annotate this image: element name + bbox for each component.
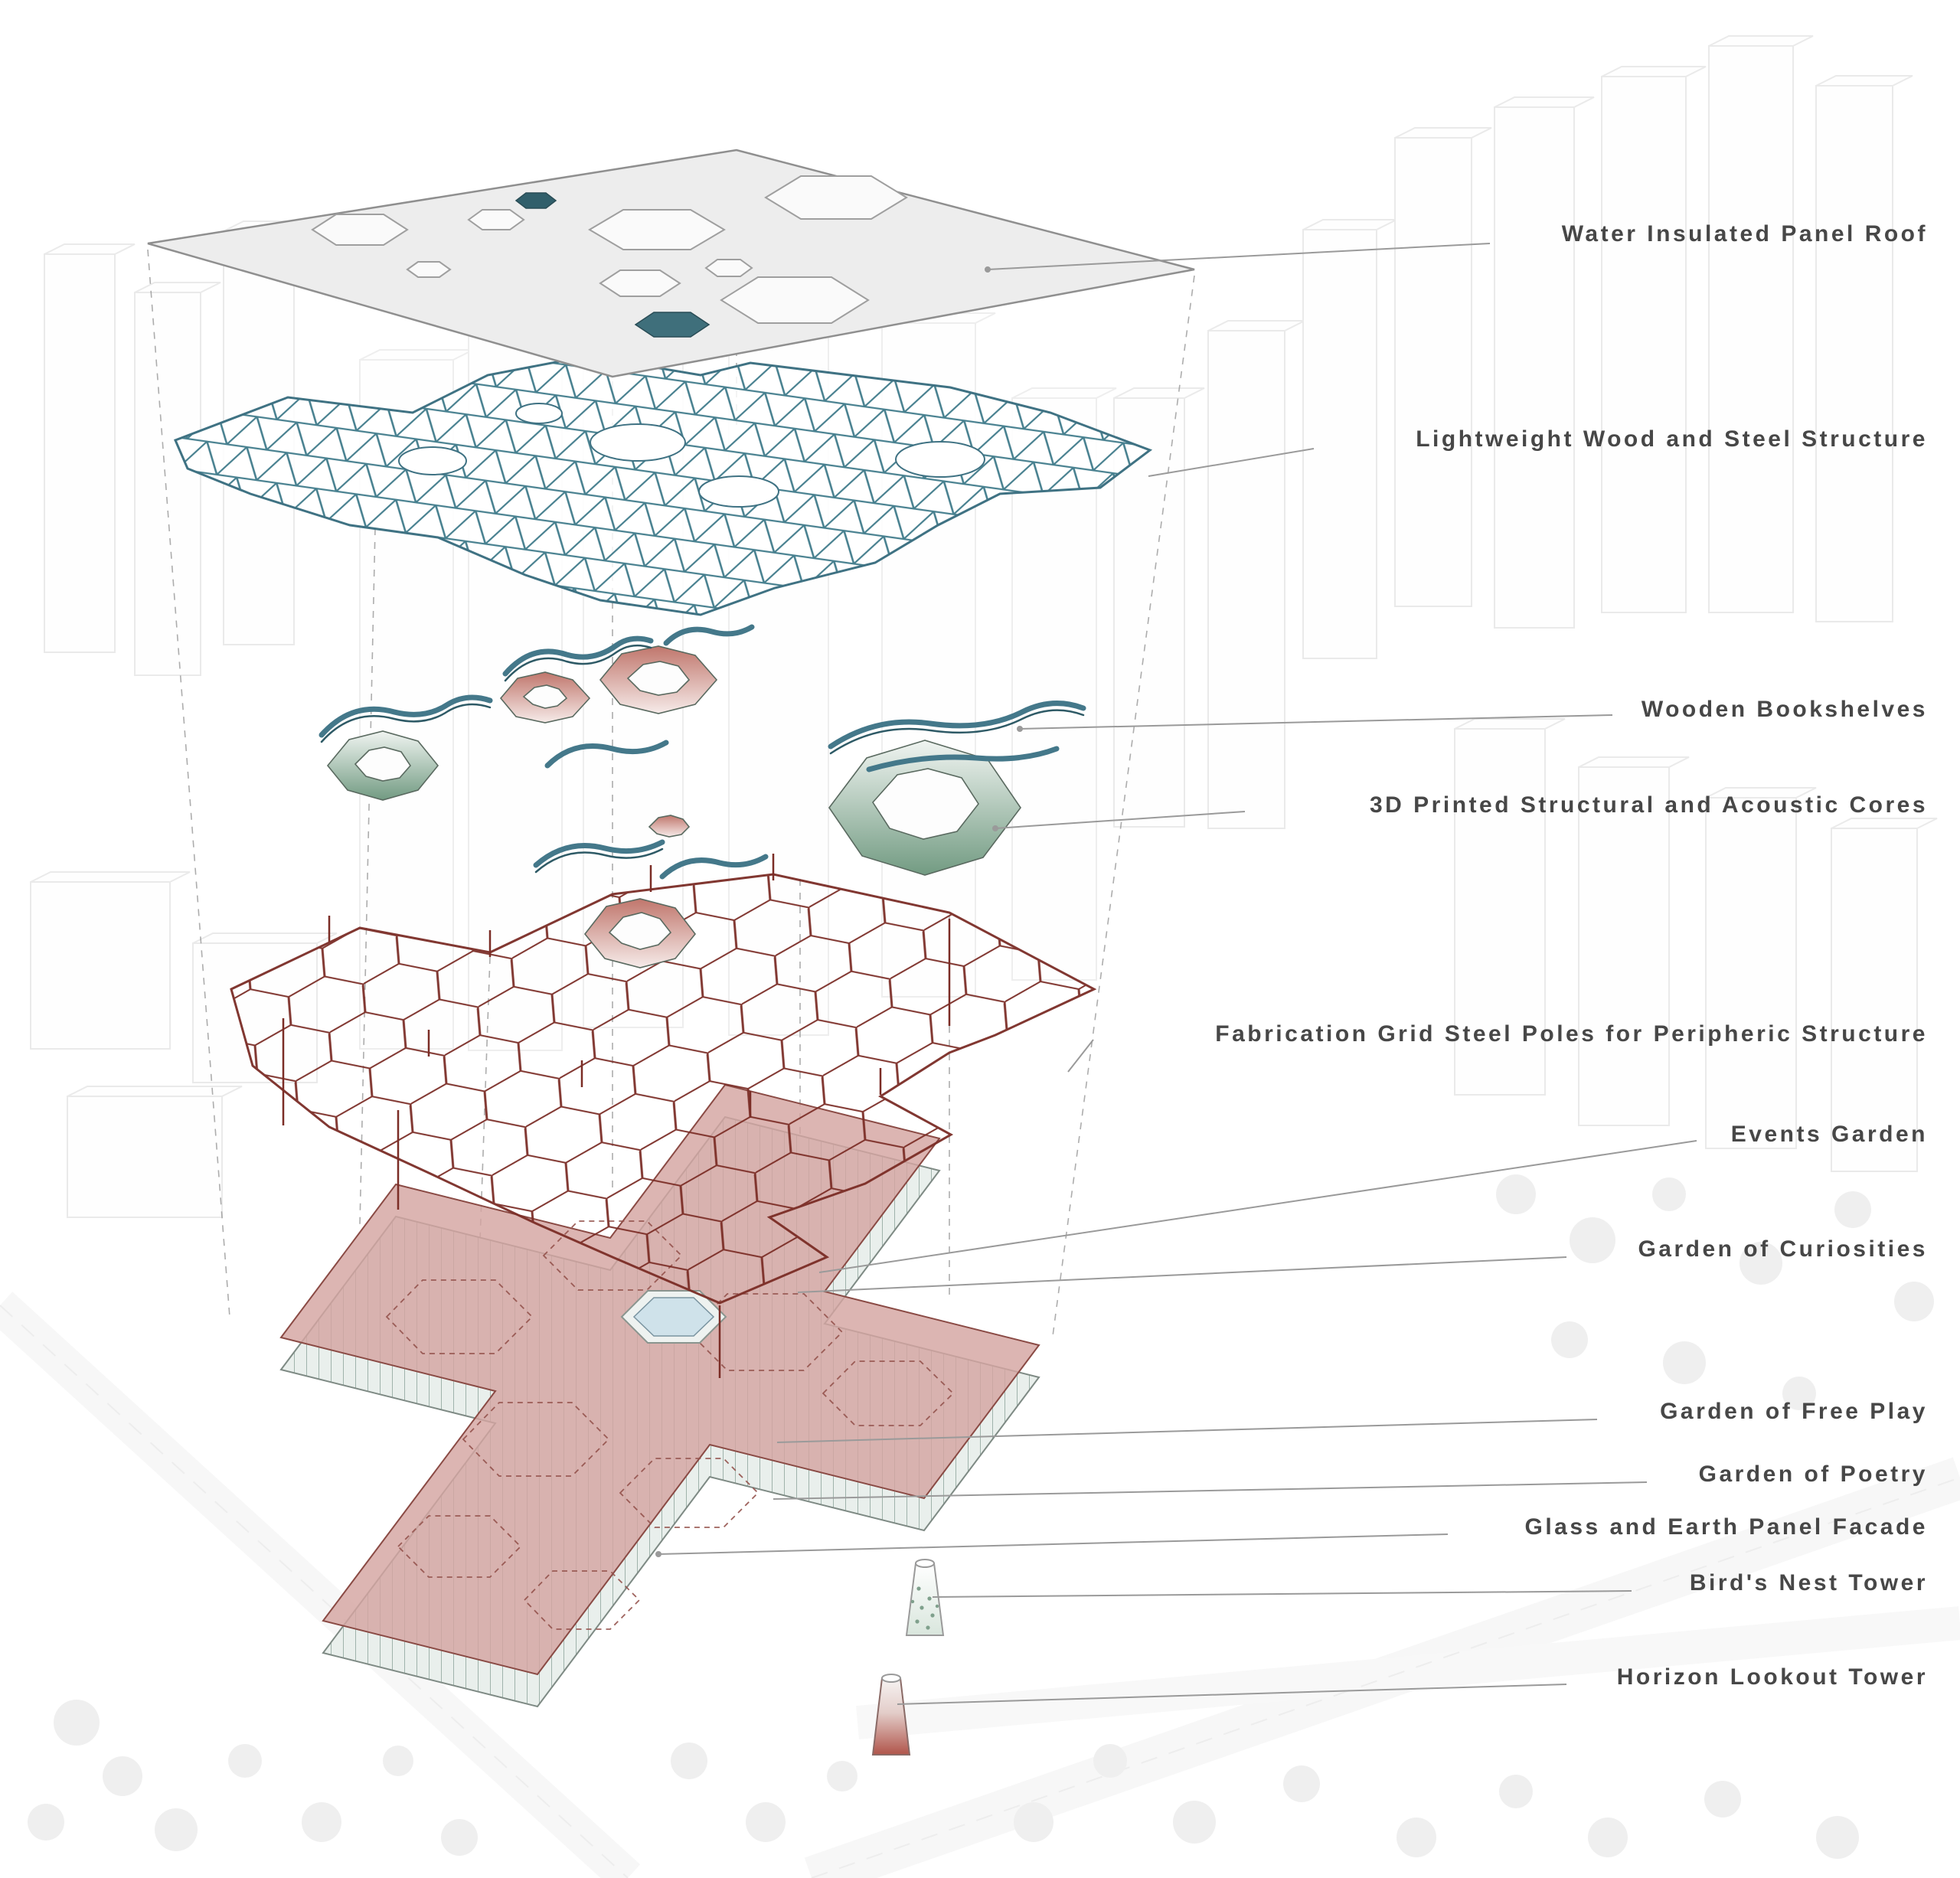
roof-skylights	[514, 192, 710, 338]
birds-nest-tower	[905, 1559, 945, 1636]
label-fabrication-grid: Fabrication Grid Steel Poles for Periphe…	[1215, 1021, 1928, 1047]
roads	[0, 1292, 1960, 1878]
acoustic-cores	[326, 645, 1021, 968]
steel-structure-layer	[174, 354, 1153, 616]
label-garden-curiosities: Garden of Curiosities	[1638, 1236, 1928, 1262]
label-garden-free-play: Garden of Free Play	[1660, 1399, 1928, 1424]
label-birds-nest-tower: Bird's Nest Tower	[1689, 1570, 1928, 1595]
horizon-lookout-tower	[871, 1674, 911, 1756]
cores-and-bookshelves-layer	[318, 624, 1086, 968]
label-facade: Glass and Earth Panel Facade	[1524, 1514, 1928, 1540]
label-roof: Water Insulated Panel Roof	[1561, 221, 1928, 247]
roof-openings	[311, 175, 908, 324]
label-garden-poetry: Garden of Poetry	[1698, 1462, 1928, 1487]
label-events-garden: Events Garden	[1730, 1122, 1928, 1147]
structure-openings	[398, 403, 985, 508]
label-horizon-tower: Horizon Lookout Tower	[1616, 1664, 1928, 1690]
label-structure: Lightweight Wood and Steel Structure	[1416, 426, 1928, 452]
label-bookshelves: Wooden Bookshelves	[1641, 697, 1928, 722]
grid-poles	[282, 854, 951, 1378]
roof-panel-layer	[147, 149, 1195, 378]
fabrication-grid-layer	[230, 854, 1097, 1378]
ground-slab-layer	[279, 1083, 1040, 1708]
wooden-bookshelves	[318, 624, 1086, 880]
pond	[620, 1290, 727, 1344]
label-cores: 3D Printed Structural and Acoustic Cores	[1369, 792, 1928, 818]
leader-lines	[655, 243, 1697, 1705]
